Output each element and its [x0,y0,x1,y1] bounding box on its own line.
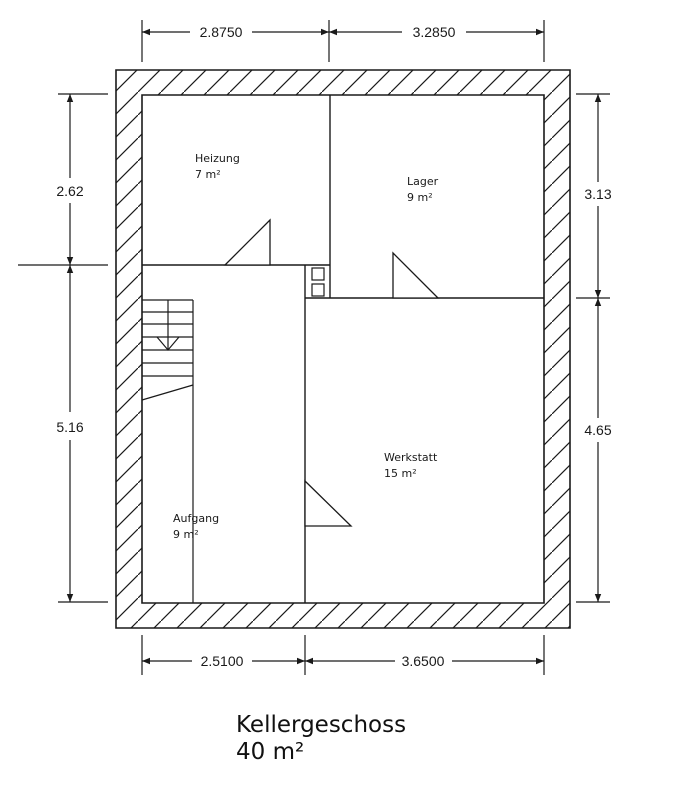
plan-total-area: 40 m² [236,739,305,765]
dimension-bottom [141,635,545,675]
dimension-label: 3.13 [584,186,611,202]
dimension-left [18,93,108,603]
room-name: Werkstatt [384,451,438,464]
room-name: Lager [407,175,439,188]
room-werkstatt: Werkstatt 15 m² [384,451,438,480]
room-heizung: Heizung 7 m² [195,152,240,181]
dimension-label: 3.6500 [402,653,445,669]
plan-title: Kellergeschoss [236,712,407,738]
room-area: 9 m² [407,191,433,204]
dimension-top [141,20,545,62]
door-lager-icon[interactable] [392,251,440,299]
dimension-label: 2.8750 [200,24,243,40]
dimension-label: 3.2850 [413,24,456,40]
room-name: Heizung [195,152,240,165]
door-heizung-icon[interactable] [223,218,271,266]
room-area: 7 m² [195,168,221,181]
dimension-label: 2.62 [56,183,83,199]
room-aufgang: Aufgang 9 m² [173,512,219,541]
dimension-label: 4.65 [584,422,611,438]
dimension-label: 2.5100 [201,653,244,669]
room-lager: Lager 9 m² [407,175,439,204]
staircase-icon [141,299,194,603]
dimension-label: 5.16 [56,419,83,435]
room-area: 9 m² [173,528,199,541]
door-werkstatt-icon[interactable] [304,479,353,527]
exterior-wall [115,69,571,629]
plan-title-block: Kellergeschoss 40 m² [236,712,406,766]
room-area: 15 m² [384,467,417,480]
dimension-right [576,93,610,603]
room-name: Aufgang [173,512,219,525]
shaft-icon [311,267,325,297]
